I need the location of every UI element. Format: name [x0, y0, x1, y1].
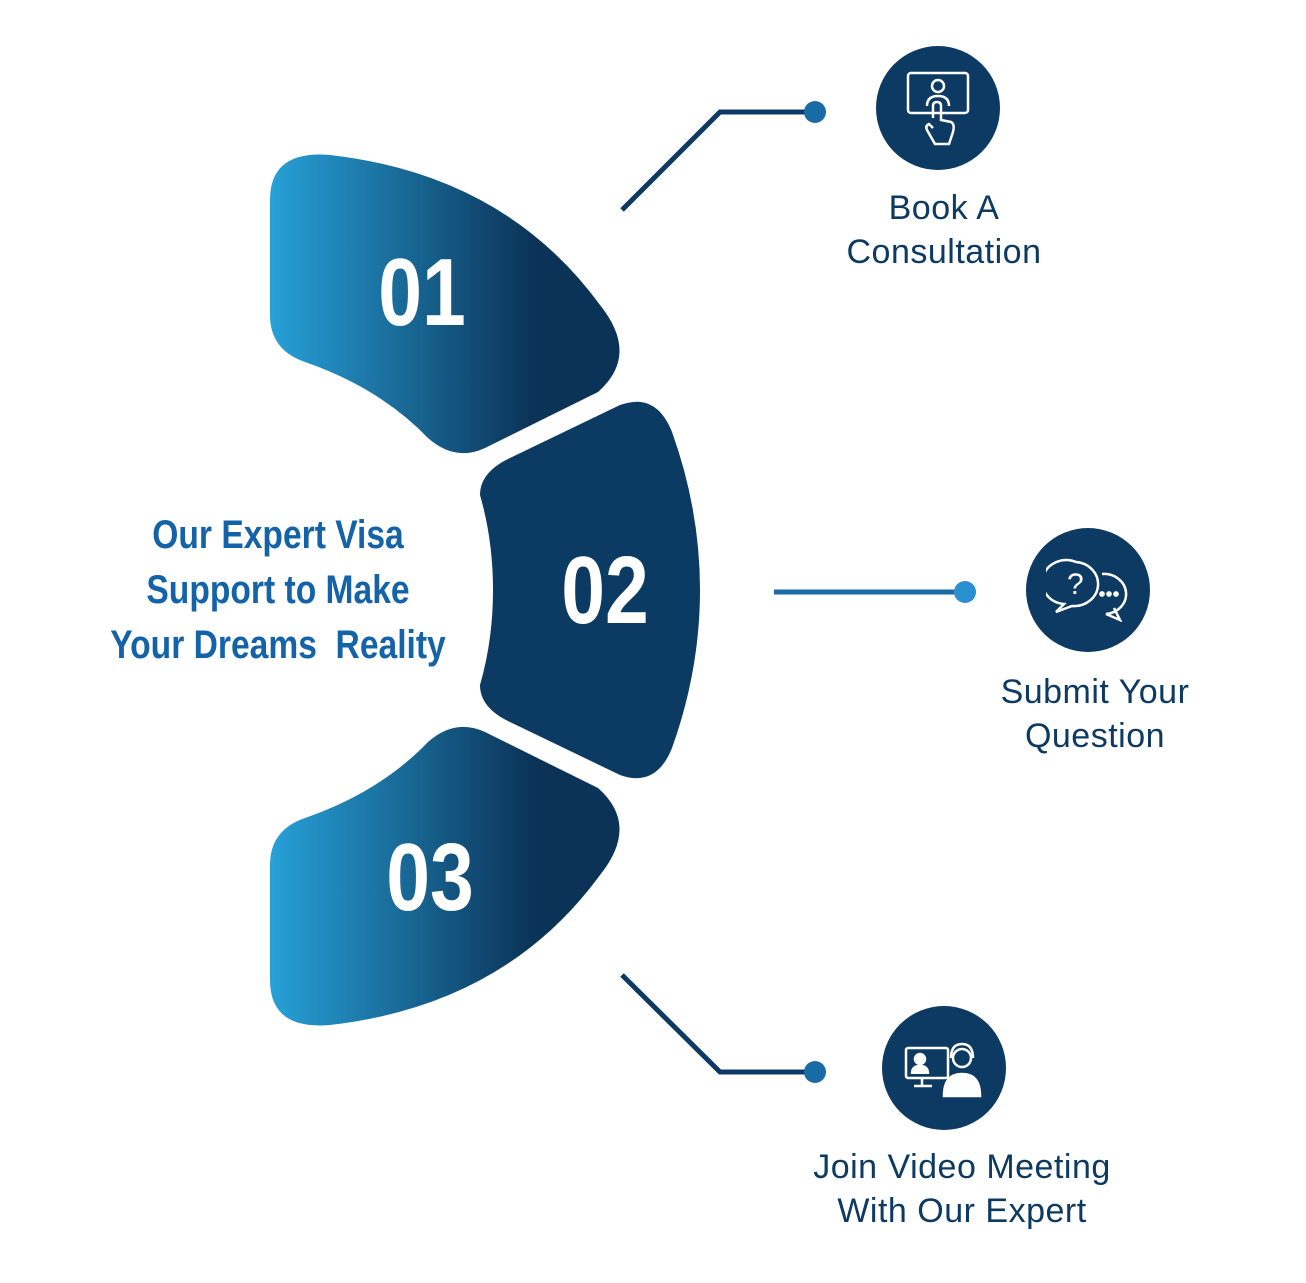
connector-03 — [620, 973, 815, 1075]
svg-text:?: ? — [1067, 568, 1084, 601]
connector-dot-01 — [804, 101, 826, 123]
step-label-line: Book A — [888, 189, 1000, 227]
headline: Our Expert Visa Support to Make Your Dre… — [110, 508, 446, 673]
segment-01 — [270, 154, 620, 454]
step-label-line: Join Video Meeting — [813, 1148, 1111, 1186]
step-label-line: Consultation — [846, 233, 1042, 271]
online-consultation-icon — [876, 46, 1000, 170]
question-chat-icon: ? — [1026, 528, 1150, 652]
step-number-03: 03 — [386, 824, 474, 931]
connector-dot-02 — [954, 581, 976, 603]
video-meeting-icon — [882, 1006, 1006, 1130]
step-label-line: With Our Expert — [837, 1192, 1087, 1230]
step-label-03: Join Video Meeting With Our Expert — [782, 1145, 1142, 1233]
step-label-01: Book A Consultation — [764, 186, 1124, 274]
step-label-line: Submit Your — [1000, 673, 1190, 711]
connector-01 — [620, 109, 815, 212]
headline-line: Our Expert Visa — [152, 513, 404, 557]
step-number-02: 02 — [561, 537, 649, 644]
headline-line: Support to Make — [146, 568, 410, 612]
step-number-01: 01 — [378, 239, 466, 346]
segment-02 — [480, 401, 700, 779]
step-label-02: Submit Your Question — [915, 670, 1275, 758]
step-label-line: Question — [1024, 717, 1166, 755]
connector-dot-03 — [804, 1061, 826, 1083]
headline-line: Your Dreams Reality — [110, 623, 446, 667]
segment-03 — [270, 726, 620, 1026]
